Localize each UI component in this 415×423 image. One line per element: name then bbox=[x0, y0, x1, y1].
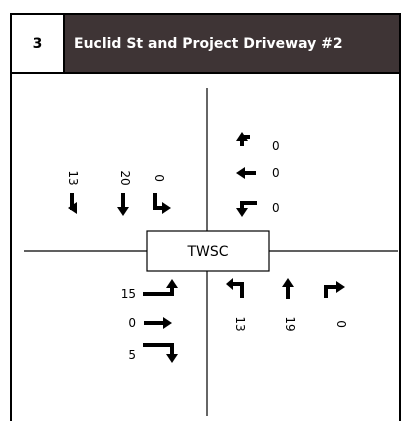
sb-through-arrow bbox=[117, 193, 129, 216]
eb-left-volume: 15 bbox=[121, 287, 136, 301]
wb-right-turn-arrow bbox=[236, 201, 257, 217]
wb-right-volume: 0 bbox=[272, 201, 280, 215]
control-type-box bbox=[146, 230, 270, 272]
wb-through-arrow bbox=[236, 167, 256, 179]
nb-left-volume: 13 bbox=[233, 316, 247, 331]
eb-through-arrow bbox=[144, 317, 172, 329]
sb-left-volume: 0 bbox=[152, 174, 166, 182]
nb-through-arrow bbox=[282, 278, 294, 299]
eb-left-turn-arrow bbox=[143, 279, 178, 296]
nb-right-turn-arrow bbox=[324, 281, 345, 298]
sb-through-volume: 20 bbox=[118, 170, 132, 185]
wb-left-volume: 0 bbox=[272, 139, 280, 153]
intersection-panel: 3 Euclid St and Project Driveway #2 bbox=[10, 13, 401, 421]
eb-right-turn-arrow bbox=[143, 343, 178, 363]
control-type-label: TWSC bbox=[186, 244, 228, 260]
eb-right-volume: 5 bbox=[128, 348, 136, 362]
nb-left-turn-arrow bbox=[226, 278, 244, 298]
intersection-header: 3 Euclid St and Project Driveway #2 bbox=[12, 15, 399, 74]
eb-through-volume: 0 bbox=[128, 316, 136, 330]
sb-right-turn-arrow bbox=[68, 193, 77, 214]
nb-through-volume: 19 bbox=[283, 316, 297, 331]
nb-right-volume: 0 bbox=[334, 320, 348, 328]
wb-left-turn-arrow bbox=[236, 132, 250, 146]
intersection-title: Euclid St and Project Driveway #2 bbox=[65, 15, 399, 72]
sb-right-volume: 13 bbox=[66, 170, 80, 185]
intersection-number: 3 bbox=[12, 15, 65, 72]
wb-through-volume: 0 bbox=[272, 166, 280, 180]
sb-left-turn-arrow bbox=[153, 193, 171, 214]
